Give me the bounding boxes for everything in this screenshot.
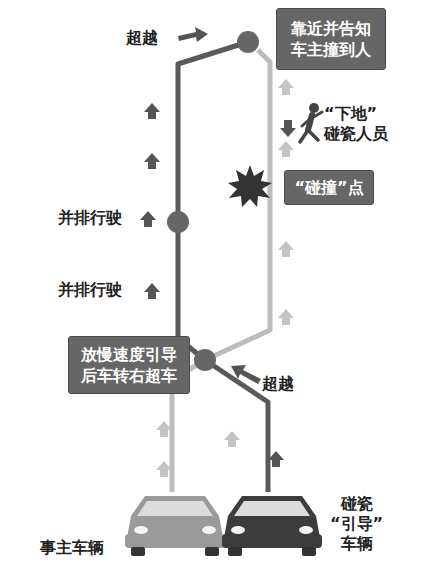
lure-track [178,42,268,492]
overtake-label: 超越 [262,374,294,394]
side-by-side-label: 并排行驶 [58,208,122,228]
note-box: 放慢速度引导后车转右超车 [68,336,190,394]
note-box: 靠近并告知车主撞到人 [276,8,386,70]
event-dot [167,211,189,233]
overtake-arrow [231,365,261,384]
car-label: 事主车辆 [40,538,104,558]
descend-arrow [280,120,296,137]
note-text: “碰撞”点 [294,177,364,198]
overtake-arrow [178,27,208,42]
scammer-label: “下地” 碰瓷人员 [324,104,388,144]
overtake-label: 超越 [126,28,158,48]
note-text: 靠近并告知车主撞到人 [289,18,372,60]
person-icon [300,103,322,142]
car-label: 碰瓷 “引导” 车辆 [330,494,383,554]
lure-car [222,496,322,556]
event-dot [237,31,259,53]
event-dot [194,349,216,371]
owner-track [172,50,270,492]
direction-arrows [140,103,284,467]
side-by-side-label: 并排行驶 [58,280,122,300]
note-box: “碰撞”点 [284,170,374,205]
crash-burst [228,165,272,207]
direction-arrows [156,79,294,477]
owner-car [125,496,225,556]
note-text: 放慢速度引导后车转右超车 [79,344,178,386]
